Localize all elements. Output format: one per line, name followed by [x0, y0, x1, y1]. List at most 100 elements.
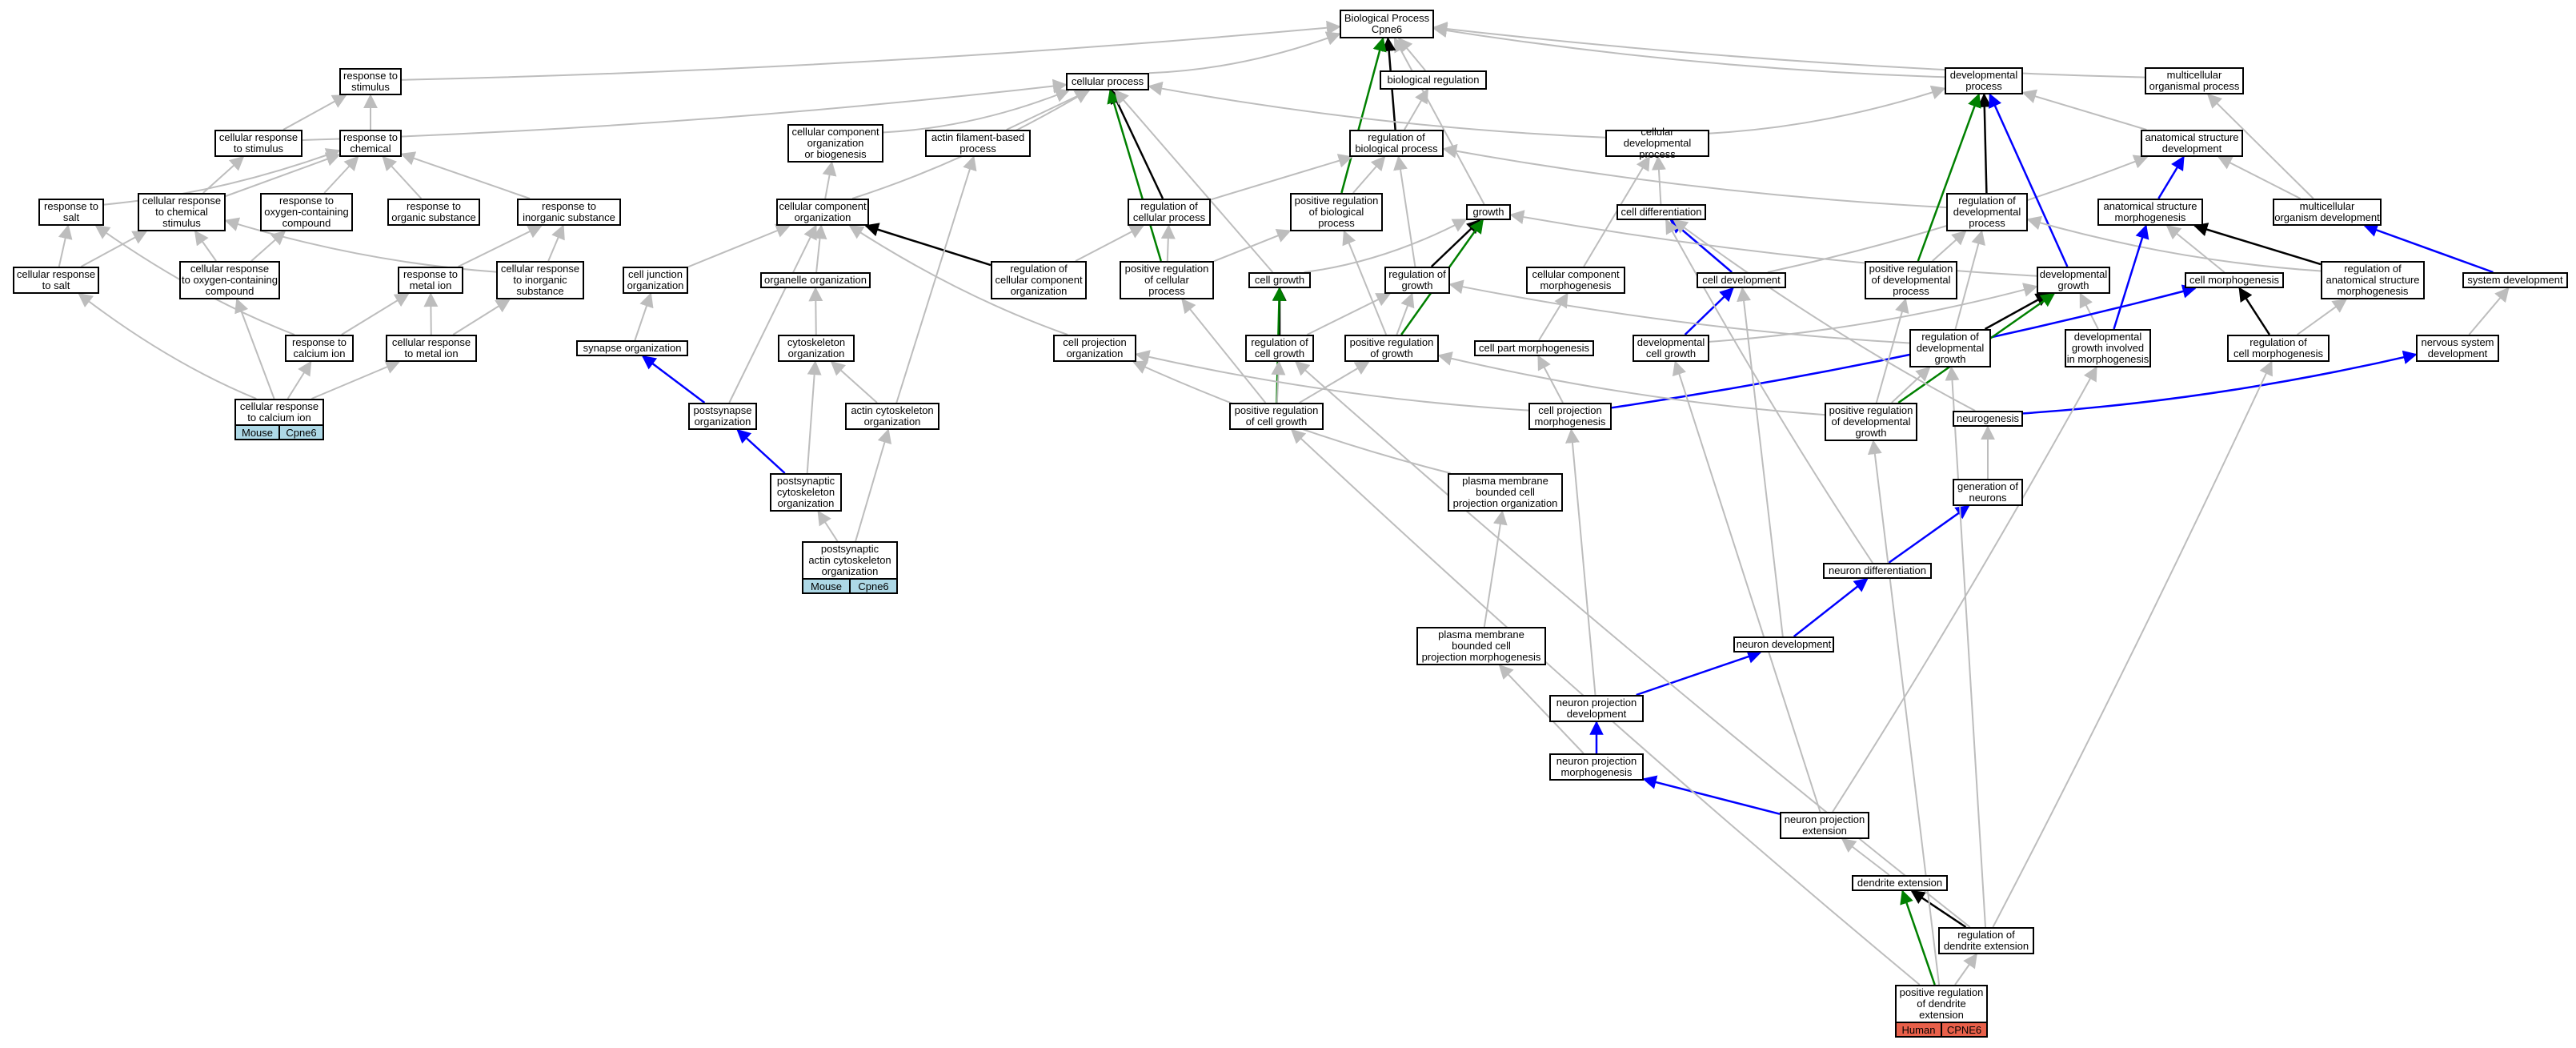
node-regulation-of-developmental-growth[interactable]: regulation of developmental growth	[1909, 329, 1991, 367]
species-tag: Mouse	[802, 578, 851, 594]
edge-green	[1107, 89, 1162, 262]
edge-grey	[1148, 31, 1341, 74]
node-cellular-response-to-oxygen-containing-compound[interactable]: cellular response to oxygen-containing c…	[179, 261, 280, 299]
node-response-to-stimulus[interactable]: response to stimulus	[339, 68, 402, 95]
node-positive-regulation-of-cellular-process[interactable]: positive regulation of cellular process	[1120, 261, 1214, 299]
node-postsynaptic-cytoskeleton-organization[interactable]: postsynaptic cytoskeleton organization	[770, 473, 842, 512]
node-response-to-inorganic-substance[interactable]: response to inorganic substance	[517, 199, 621, 226]
node-postsynapse-organization[interactable]: postsynapse organization	[688, 403, 757, 430]
node-regulation-of-cell-growth[interactable]: regulation of cell growth	[1245, 335, 1314, 362]
node-dendrite-extension[interactable]: dendrite extension	[1852, 875, 1948, 891]
node-plasma-membrane-bounded-cell-projection-morphogenesis[interactable]: plasma membrane bounded cell projection …	[1416, 627, 1546, 665]
node-neuron-differentiation[interactable]: neuron differentiation	[1823, 563, 1932, 579]
node-anatomical-structure-development[interactable]: anatomical structure development	[2141, 130, 2243, 157]
node-cellular-component-organization[interactable]: cellular component organization	[776, 199, 869, 226]
node-regulation-of-developmental-process[interactable]: regulation of developmental process	[1946, 193, 2028, 231]
node-neuron-projection-extension[interactable]: neuron projection extension	[1780, 812, 1869, 839]
edge-grey	[1404, 88, 1428, 130]
node-label: regulation of cell growth	[1251, 336, 1308, 359]
node-cellular-developmental-process[interactable]: cellular developmental process	[1605, 126, 1709, 160]
node-cellular-process[interactable]: cellular process	[1066, 73, 1149, 90]
node-label: positive regulation of dendrite extensio…	[1899, 986, 1984, 1021]
node-neuron-development[interactable]: neuron development	[1733, 636, 1834, 652]
edge-grey	[2165, 224, 2225, 273]
node-cellular-response-to-stimulus[interactable]: cellular response to stimulus	[214, 130, 302, 157]
node-cellular-response-to-calcium-ion[interactable]: cellular response to calcium ion	[234, 399, 324, 426]
node-label: cellular component organization	[779, 200, 867, 223]
node-regulation-of-cell-morphogenesis[interactable]: regulation of cell morphogenesis	[2227, 335, 2330, 362]
node-label: cellular developmental process	[1623, 126, 1692, 160]
species-tag: Human	[1895, 1022, 1942, 1038]
node-regulation-of-cellular-component-organization[interactable]: regulation of cellular component organiz…	[991, 261, 1087, 299]
node-actin-filament-based-process[interactable]: actin filament-based process	[925, 130, 1031, 157]
node-label: multicellular organism development	[2274, 200, 2380, 223]
node-generation-of-neurons[interactable]: generation of neurons	[1953, 479, 2023, 506]
node-cellular-response-to-salt[interactable]: cellular response to salt	[13, 267, 99, 294]
node-developmental-growth-involved-in-morphogenesis[interactable]: developmental growth involved in morphog…	[2065, 329, 2151, 367]
node-nervous-system-development[interactable]: nervous system development	[2416, 335, 2499, 362]
node-plasma-membrane-bounded-cell-projection-organization[interactable]: plasma membrane bounded cell projection …	[1448, 473, 1563, 512]
node-multicellular-organismal-process[interactable]: multicellular organismal process	[2145, 67, 2244, 94]
node-organelle-organization[interactable]: organelle organization	[760, 272, 871, 288]
node-positive-regulation-of-growth[interactable]: positive regulation of growth	[1344, 335, 1439, 362]
edge-grey	[1448, 279, 1910, 344]
node-regulation-of-anatomical-structure-morphogenesis[interactable]: regulation of anatomical structure morph…	[2321, 261, 2425, 299]
node-regulation-of-growth[interactable]: regulation of growth	[1384, 267, 1450, 294]
edge-green	[1900, 889, 1936, 986]
node-cell-development[interactable]: cell development	[1697, 272, 1786, 288]
node-postsynaptic-actin-cytoskeleton-organization[interactable]: postsynaptic actin cytoskeleton organiza…	[802, 541, 898, 580]
node-response-to-calcium-ion[interactable]: response to calcium ion	[285, 335, 354, 362]
node-biological-regulation[interactable]: biological regulation	[1380, 70, 1487, 90]
node-cellular-response-to-metal-ion[interactable]: cellular response to metal ion	[386, 335, 477, 362]
edge-grey	[1160, 224, 1176, 262]
node-label: neuron projection extension	[1784, 813, 1865, 837]
node-developmental-cell-growth[interactable]: developmental cell growth	[1633, 335, 1709, 362]
node-cell-projection-organization[interactable]: cell projection organization	[1053, 335, 1136, 362]
node-developmental-process[interactable]: developmental process	[1945, 67, 2023, 94]
node-response-to-oxygen-containing-compound[interactable]: response to oxygen-containing compound	[260, 193, 353, 231]
node-neuron-projection-development[interactable]: neuron projection development	[1549, 695, 1644, 722]
node-positive-regulation-of-biological-process[interactable]: positive regulation of biological proces…	[1290, 193, 1383, 231]
edge-grey	[1538, 292, 1568, 341]
node-cell-junction-organization[interactable]: cell junction organization	[623, 267, 688, 294]
node-positive-regulation-of-developmental-growth[interactable]: positive regulation of developmental gro…	[1825, 403, 1917, 441]
edge-grey	[812, 224, 827, 273]
node-cellular-response-to-inorganic-substance[interactable]: cellular response to inorganic substance	[496, 261, 584, 299]
node-cellular-component-morphogenesis[interactable]: cellular component morphogenesis	[1526, 267, 1625, 294]
node-bp[interactable]: Biological Process Cpne6	[1340, 10, 1434, 38]
node-regulation-of-cellular-process[interactable]: regulation of cellular process	[1128, 199, 1211, 226]
edge-grey	[1954, 953, 1977, 986]
node-anatomical-structure-morphogenesis[interactable]: anatomical structure morphogenesis	[2097, 199, 2203, 226]
node-positive-regulation-of-dendrite-extension[interactable]: positive regulation of dendrite extensio…	[1895, 985, 1988, 1023]
node-regulation-of-biological-process[interactable]: regulation of biological process	[1349, 130, 1444, 157]
node-cytoskeleton-organization[interactable]: cytoskeleton organization	[778, 335, 855, 362]
node-system-development[interactable]: system development	[2462, 272, 2568, 288]
node-synapse-organization[interactable]: synapse organization	[576, 340, 688, 356]
node-developmental-growth[interactable]: developmental growth	[2037, 267, 2110, 294]
edge-blue	[1636, 649, 1762, 697]
node-positive-regulation-of-cell-growth[interactable]: positive regulation of cell growth	[1229, 403, 1324, 430]
node-cell-part-morphogenesis[interactable]: cell part morphogenesis	[1474, 340, 1594, 356]
node-label: cell development	[1702, 274, 1781, 286]
node-growth[interactable]: growth	[1466, 204, 1511, 220]
node-neurogenesis[interactable]: neurogenesis	[1953, 411, 2023, 427]
node-response-to-salt[interactable]: response to salt	[38, 199, 104, 226]
node-cell-differentiation[interactable]: cell differentiation	[1617, 204, 1706, 220]
node-cellular-component-org-or-biogenesis[interactable]: cellular component organization or bioge…	[787, 124, 883, 163]
node-response-to-chemical[interactable]: response to chemical	[339, 130, 402, 157]
node-response-to-organic-substance[interactable]: response to organic substance	[387, 199, 480, 226]
edge-blue	[1611, 284, 2197, 409]
node-cellular-response-to-chemical-stimulus[interactable]: cellular response to chemical stimulus	[138, 193, 226, 231]
node-cell-morphogenesis[interactable]: cell morphogenesis	[2185, 272, 2284, 288]
edge-grey	[1432, 22, 2145, 78]
node-neuron-projection-morphogenesis[interactable]: neuron projection morphogenesis	[1549, 753, 1644, 781]
node-positive-regulation-of-developmental-process[interactable]: positive regulation of developmental pro…	[1865, 261, 1957, 299]
node-regulation-of-dendrite-extension[interactable]: regulation of dendrite extension	[1938, 927, 2034, 954]
node-cell-growth[interactable]: cell growth	[1248, 272, 1311, 288]
node-multicellular-organism-development[interactable]: multicellular organism development	[2273, 199, 2382, 226]
edge-grey	[302, 78, 1068, 141]
edge-grey	[1932, 230, 1967, 262]
node-response-to-metal-ion[interactable]: response to metal ion	[398, 267, 463, 294]
node-cell-projection-morphogenesis[interactable]: cell projection morphogenesis	[1528, 403, 1612, 430]
node-actin-cytoskeleton-organization[interactable]: actin cytoskeleton organization	[845, 403, 939, 430]
